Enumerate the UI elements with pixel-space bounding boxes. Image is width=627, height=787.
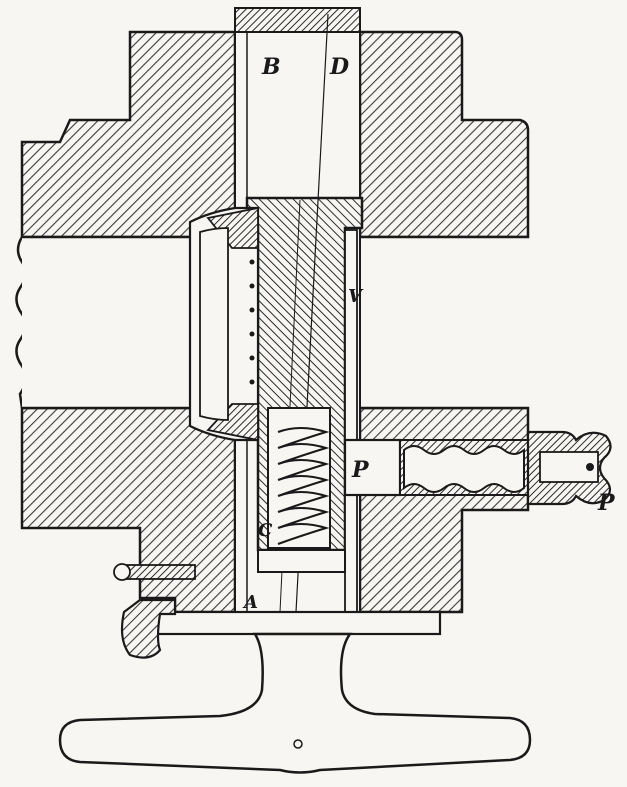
label-a: A	[242, 592, 258, 613]
label-d: D	[329, 54, 349, 80]
label-b: B	[261, 54, 281, 80]
t-handle	[58, 632, 532, 774]
label-p-plunger: P	[597, 490, 616, 516]
housing-upper-right	[358, 30, 530, 239]
label-c: C	[258, 520, 273, 541]
housing-upper	[20, 30, 237, 239]
seat-ring-inner	[199, 227, 229, 421]
bottom-plate	[153, 610, 442, 636]
plunger-block	[343, 438, 402, 497]
seat-ring-holes	[249, 259, 255, 385]
housing-body	[15, 30, 530, 614]
t-handle-hole	[293, 739, 303, 749]
set-screw	[113, 563, 196, 581]
bottom-hook	[120, 598, 177, 659]
plunger-pin	[586, 463, 594, 471]
spring-base-plate	[257, 549, 346, 573]
housing-lower-right	[358, 406, 530, 614]
plunger-spring	[403, 445, 525, 493]
spring-c	[277, 427, 330, 545]
seat-ring-hatch-bottom	[206, 403, 259, 442]
label-v: V	[348, 286, 364, 307]
top-cap	[234, 7, 361, 33]
plunger-stem	[539, 451, 599, 483]
housing-lower	[20, 406, 237, 614]
label-p-slider: P	[351, 457, 370, 483]
